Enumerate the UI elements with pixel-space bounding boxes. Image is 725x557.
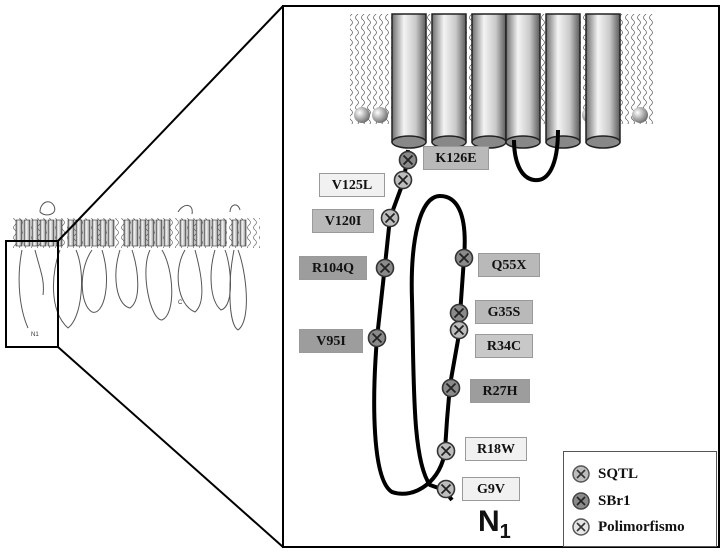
overview-helix <box>47 219 55 247</box>
marker-q55x <box>454 248 474 268</box>
overview-helix <box>75 219 83 247</box>
marker-r27h <box>441 378 461 398</box>
overview-channel <box>12 201 260 331</box>
overview-helix <box>91 219 99 247</box>
overview-helix <box>187 219 195 247</box>
zoom-box <box>5 240 59 348</box>
overview-helix <box>99 219 107 247</box>
n-terminus-label: N1 <box>478 505 511 543</box>
marker-r18w <box>436 441 456 461</box>
overview-helix <box>155 219 163 247</box>
sbr1-marker-icon <box>572 492 590 510</box>
overview-helix <box>123 219 131 247</box>
overview-helix <box>163 219 171 247</box>
marker-g9v <box>436 479 456 499</box>
overview-helix <box>231 219 239 247</box>
overview-helix <box>23 219 31 247</box>
mutation-label-q55x: Q55X <box>478 253 540 277</box>
mutation-label-g35s: G35S <box>475 300 533 324</box>
overview-helix <box>107 219 115 247</box>
zoom-line-bottom <box>57 346 284 548</box>
overview-helix <box>39 219 47 247</box>
zoom-line-top <box>57 5 284 242</box>
overview-helix <box>219 219 227 247</box>
mutation-label-r27h: R27H <box>470 379 530 403</box>
mutation-label-v125l: V125L <box>319 173 385 197</box>
polimorfismo-marker-icon <box>572 518 590 536</box>
extracellular-loop <box>512 129 560 183</box>
legend-label-sbr1: SBr1 <box>598 492 631 509</box>
legend: SQTL SBr1 Polimorfismo <box>563 451 717 547</box>
mutation-label-r34c: R34C <box>475 334 533 358</box>
overview-helix <box>139 219 147 247</box>
helix-1 <box>391 13 427 149</box>
legend-item-polimorfismo: Polimorfismo <box>572 516 685 538</box>
mutation-label-r18w: R18W <box>465 437 527 461</box>
overview-helix <box>239 219 247 247</box>
mutation-label-v95i: V95I <box>299 329 363 353</box>
overview-c-label: C <box>178 300 183 306</box>
marker-r104q <box>375 258 395 278</box>
overview-helix <box>83 219 91 247</box>
helix-4 <box>505 13 541 149</box>
overview-helix <box>195 219 203 247</box>
sqtl-marker-icon <box>572 465 590 483</box>
mutation-label-k126e: K126E <box>423 146 489 170</box>
helix-3 <box>471 13 507 149</box>
legend-item-sbr1: SBr1 <box>572 490 631 512</box>
n-terminal-chain <box>372 149 467 502</box>
overview-helix <box>67 219 75 247</box>
overview-helix <box>203 219 211 247</box>
marker-v120i <box>380 208 400 228</box>
overview-helix <box>179 219 187 247</box>
mutation-label-r104q: R104Q <box>299 256 367 280</box>
transmembrane-helices <box>391 13 621 149</box>
helix-6 <box>585 13 621 149</box>
marker-g35s <box>449 303 469 323</box>
mutation-markers <box>367 150 474 499</box>
legend-label-polimorfismo: Polimorfismo <box>598 518 685 535</box>
overview-helix <box>147 219 155 247</box>
marker-v125l <box>393 170 413 190</box>
helix-5 <box>545 13 581 149</box>
helix-2 <box>431 13 467 149</box>
legend-label-sqtl: SQTL <box>598 465 639 482</box>
marker-k126e <box>398 150 418 170</box>
legend-item-sqtl: SQTL <box>572 463 638 485</box>
mutation-label-v120i: V120I <box>312 209 374 233</box>
overview-helix <box>131 219 139 247</box>
overview-n-label: N1 <box>31 332 39 338</box>
marker-r34c <box>449 320 469 340</box>
overview-helix <box>15 219 23 247</box>
marker-v95i <box>367 328 387 348</box>
overview-helix <box>31 219 39 247</box>
overview-helix <box>211 219 219 247</box>
mutation-label-g9v: G9V <box>462 477 520 501</box>
